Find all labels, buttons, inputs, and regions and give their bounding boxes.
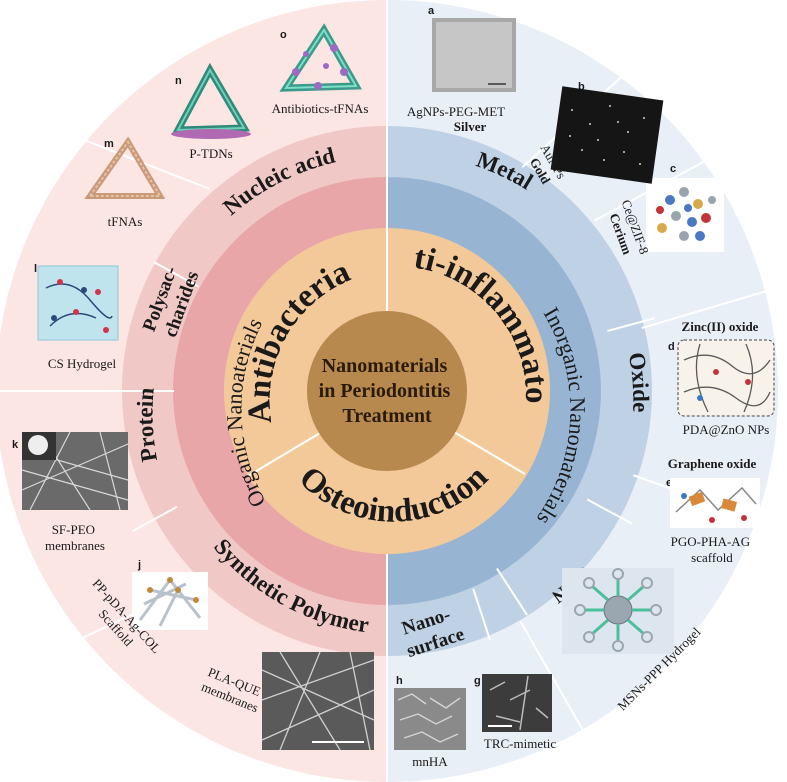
- item-g-letter: g: [474, 675, 481, 687]
- item-j-letter: j: [137, 559, 141, 571]
- item-d-letter: d: [668, 341, 675, 353]
- sem-fiber-image: [21, 431, 129, 511]
- item-a-letter: a: [428, 5, 435, 17]
- item-b-letter: b: [578, 81, 585, 93]
- item-o: o Antibiotics-tFNAs: [272, 23, 369, 116]
- msn-hydrogel-icon: [562, 568, 674, 654]
- item-h-letter: h: [396, 675, 403, 687]
- item-d-sub: Zinc(II) oxide: [682, 319, 759, 334]
- center-disc: [307, 311, 467, 471]
- item-a-name: AgNPs-PEG-MET: [407, 104, 505, 119]
- hydrogel-cube-icon: [37, 265, 119, 341]
- item-k-name: SF-PEO membranes: [45, 522, 105, 553]
- type-protein: Protein: [133, 386, 163, 463]
- zno-network-icon: [677, 339, 775, 417]
- item-c-letter: c: [670, 163, 676, 175]
- item-l-letter: l: [34, 263, 37, 275]
- item-k: k SF-PEO membranes: [12, 431, 129, 553]
- item-b: b AuNPs Gold: [527, 81, 664, 187]
- item-e-letter: e: [666, 477, 672, 489]
- item-d: Zinc(II) oxide d PDA@ZnO NPs: [668, 319, 775, 437]
- graphene-scaffold-icon: [670, 478, 760, 528]
- item-d-name: PDA@ZnO NPs: [683, 422, 770, 437]
- sem-gold-image: [550, 86, 664, 184]
- category-separators: [247, 228, 526, 477]
- item-l: l CS Hydrogel: [34, 263, 119, 371]
- item-h-name: mnHA: [412, 754, 448, 769]
- item-o-letter: o: [280, 29, 287, 41]
- tetrahedron-dna-icon: [279, 23, 362, 92]
- item-g-name: TRC-mimetic: [484, 736, 556, 751]
- tetrahedron-dna-icon: [171, 62, 251, 139]
- sem-surface-image: [394, 688, 466, 750]
- scaffold-3d-icon: [132, 572, 208, 630]
- sem-silver-image: [432, 18, 516, 92]
- item-e-sub: Graphene oxide: [668, 456, 757, 471]
- tetrahedron-dna-icon: [84, 136, 166, 199]
- item-k-letter: k: [12, 439, 19, 451]
- sem-fiber-image: [261, 651, 375, 751]
- sem-surface-image: [482, 674, 552, 732]
- item-m: m tFNAs: [84, 136, 166, 229]
- item-n-name: P-TDNs: [189, 146, 232, 161]
- item-m-name: tFNAs: [108, 214, 143, 229]
- item-e-name: PGO-PHA-AG scaffold: [671, 534, 754, 565]
- item-n-letter: n: [175, 75, 182, 87]
- item-n: n P-TDNs: [171, 62, 251, 161]
- item-a: a AgNPs-PEG-MET Silver: [407, 5, 516, 134]
- item-l-name: CS Hydrogel: [48, 356, 117, 371]
- item-h: h mnHA: [394, 675, 466, 769]
- item-a-sub: Silver: [454, 119, 487, 134]
- item-e: Graphene oxide e PGO-PHA-AG scaffold: [666, 456, 760, 565]
- center-title: Nanomaterials in Periodontitis Treatment: [319, 355, 456, 427]
- item-o-name: Antibiotics-tFNAs: [272, 101, 369, 116]
- nanoparticle-cluster-icon: [646, 178, 724, 252]
- item-m-letter: m: [104, 138, 114, 150]
- item-g: g TRC-mimetic: [474, 674, 556, 751]
- type-separators: [123, 261, 656, 641]
